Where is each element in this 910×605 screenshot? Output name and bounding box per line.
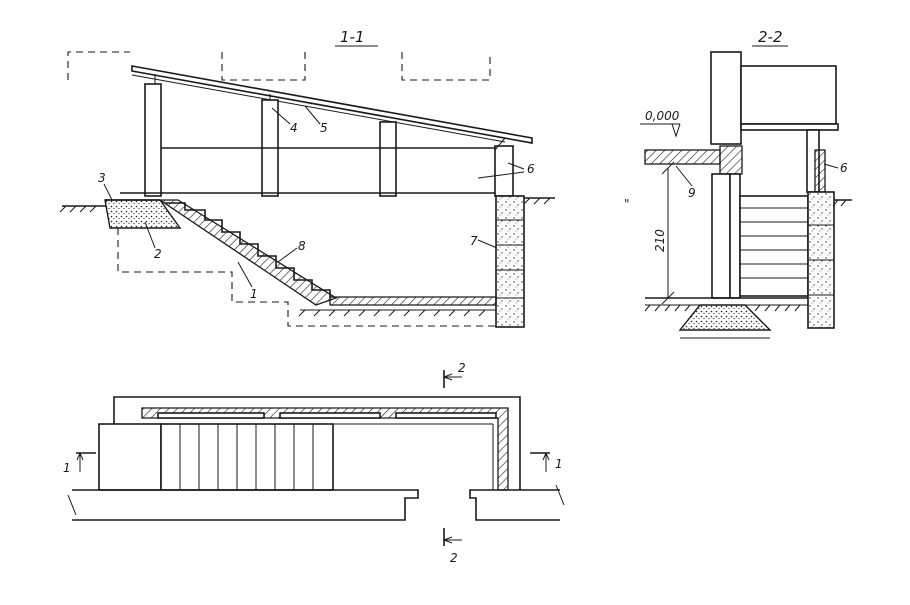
sloped-roof	[131, 65, 533, 144]
section-1-1-title: 1-1	[340, 28, 365, 46]
plan-opening-2	[279, 412, 381, 419]
cut-1-left-label: 1	[63, 461, 71, 475]
callout-5: 5	[320, 121, 328, 135]
section-2-2: 2-2 0,000	[624, 28, 852, 339]
stairs-2-2	[739, 195, 809, 297]
elevation-triangle	[671, 123, 681, 138]
stair-steps	[165, 202, 331, 298]
cut-1-right-label: 1	[555, 457, 563, 471]
leader-5	[304, 105, 321, 125]
section-2-2-title: 2-2	[758, 28, 783, 46]
plan-stairs	[160, 423, 334, 491]
elevation-label: 0,000	[645, 109, 680, 123]
callout-8: 8	[298, 239, 306, 253]
stair-stringer	[157, 199, 338, 306]
leader-6-right	[823, 163, 839, 169]
plan-break-right	[555, 484, 565, 506]
leader-2	[144, 221, 156, 249]
callout-9: 9	[688, 186, 696, 200]
section-1-1: 1-1	[59, 28, 555, 328]
callout-6-left: 6	[527, 162, 535, 176]
plan-opening-1	[157, 412, 265, 419]
leader-7	[477, 239, 498, 249]
dim-tick-bottom	[661, 291, 675, 305]
cut-1-left-arrowhead	[76, 451, 84, 461]
leader-9	[675, 165, 693, 187]
ground-hatch	[59, 197, 551, 213]
wall-inner-2-2	[729, 173, 741, 299]
foundation-2-2	[678, 304, 772, 331]
roof-block-2-2	[740, 65, 837, 125]
dim-tick-top	[661, 161, 675, 175]
roof-underside	[131, 74, 506, 143]
wall-lower-2-2	[711, 173, 731, 299]
ground-2-2-hatch	[832, 199, 847, 207]
floor-ground-hatch	[298, 309, 486, 317]
callout-3: 3	[98, 171, 106, 185]
leader-1	[237, 261, 253, 288]
floor-hatch-2-2	[644, 304, 801, 312]
plan-roof-outline	[113, 396, 521, 490]
plan-break-left	[67, 494, 77, 516]
cut-2-top-arrowhead	[442, 373, 453, 381]
dim-210-label: 210	[653, 229, 667, 252]
leader-3	[103, 183, 113, 201]
leader-4	[271, 107, 291, 125]
cut-1-right-arrowhead	[542, 451, 550, 461]
callout-1: 1	[250, 287, 258, 301]
side-mark: "	[624, 197, 630, 211]
cut-2-bottom-label: 2	[450, 551, 458, 565]
cut-2-bottom-arrowhead	[442, 536, 453, 544]
post-3	[379, 121, 397, 197]
house-wall-2-2	[710, 51, 742, 145]
leader-6-b	[477, 171, 525, 179]
plan-house-wall-left	[72, 489, 419, 521]
plan-entrance-block	[98, 423, 162, 491]
plan-house-wall-right	[469, 489, 560, 521]
callout-7: 7	[470, 234, 478, 248]
brick-retaining-wall	[495, 195, 525, 328]
plan-view: 1 1 2 2	[63, 361, 565, 565]
callout-2: 2	[154, 247, 162, 261]
leader-6-a	[507, 162, 525, 170]
floor-slab-2-2	[644, 149, 721, 165]
wall-cap-2-2	[814, 149, 826, 193]
right-wall-cap	[494, 137, 506, 151]
house-outline-dashed	[67, 51, 491, 81]
post-1	[144, 83, 162, 197]
floor-slab	[329, 296, 497, 306]
roof-edge-2-2	[740, 123, 839, 131]
cut-2-top-label: 2	[458, 361, 466, 375]
foundation-outline-dashed	[117, 228, 496, 327]
plan-opening-3	[395, 412, 497, 419]
right-wall-upper	[494, 145, 514, 197]
leader-8	[277, 247, 298, 263]
callout-4: 4	[290, 121, 298, 135]
lintel-2-2	[719, 145, 743, 175]
callout-6-right: 6	[840, 161, 848, 175]
